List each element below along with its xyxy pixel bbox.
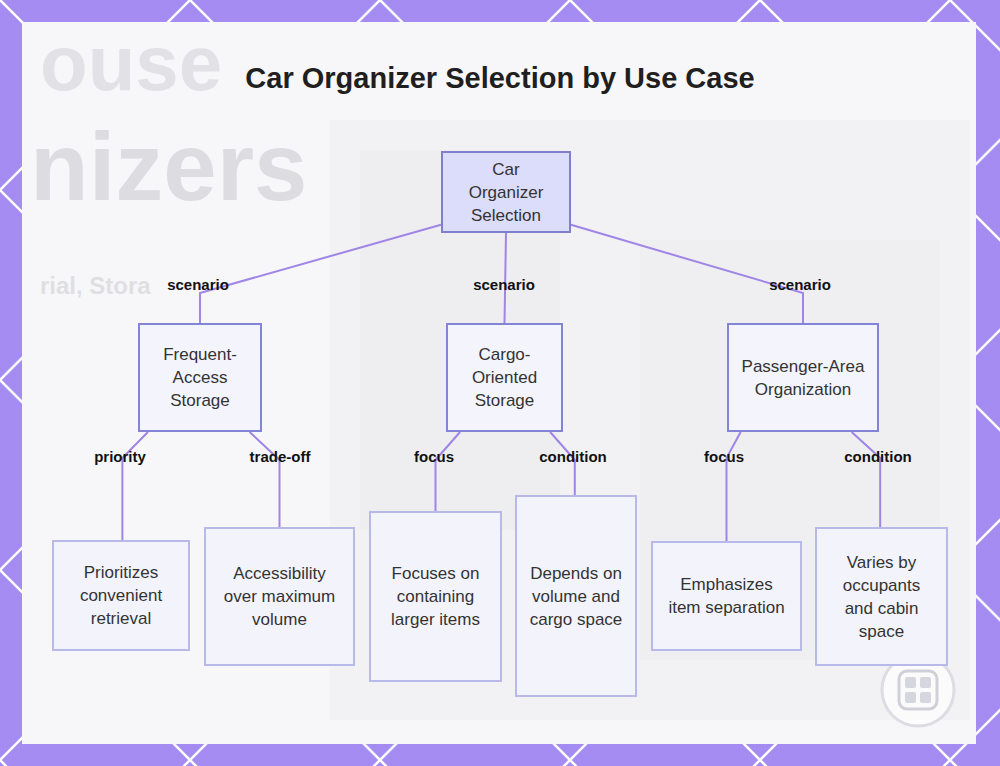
scenario-box: Frequent-Access Storage	[138, 323, 262, 432]
watermark-text: rial, Stora	[40, 272, 151, 300]
node-text: Passenger-Area Organization	[739, 355, 867, 401]
connector-line	[250, 432, 280, 527]
node-text: Car Organizer Selection	[453, 158, 559, 227]
detail-box: Emphasizes item separation	[651, 541, 802, 651]
node-text: Accessibility over maximum volume	[216, 562, 343, 631]
edge-label: scenario	[767, 276, 833, 293]
connector-line	[436, 432, 461, 511]
detail-box: Prioritizes convenient retrieval	[52, 540, 190, 651]
edge-label: condition	[537, 448, 609, 465]
watermark-text: nizers	[30, 112, 307, 222]
root-box: Car Organizer Selection	[441, 151, 571, 233]
edge-label: condition	[842, 448, 914, 465]
detail-box: Focuses on containing larger items	[369, 511, 502, 682]
edge-label: scenario	[165, 276, 231, 293]
diagram-title: Car Organizer Selection by Use Case	[0, 62, 1000, 95]
scenario-box: Passenger-Area Organization	[727, 323, 879, 432]
detail-box: Accessibility over maximum volume	[204, 527, 355, 666]
node-text: Prioritizes convenient retrieval	[64, 561, 178, 630]
watermark-text: ouse	[40, 18, 222, 109]
edge-label: trade-off	[248, 448, 313, 465]
connector-line	[852, 432, 881, 527]
node-text: Focuses on containing larger items	[381, 562, 490, 631]
scenario-box: Cargo-Oriented Storage	[446, 323, 563, 432]
edge-label: priority	[92, 448, 148, 465]
node-text: Depends on volume and cargo space	[527, 562, 625, 631]
detail-box: Varies by occupants and cabin space	[815, 527, 948, 666]
detail-box: Depends on volume and cargo space	[515, 495, 637, 697]
node-text: Frequent-Access Storage	[150, 343, 250, 412]
connector-line	[200, 225, 441, 323]
connector-line	[571, 225, 803, 323]
edge-label: focus	[412, 448, 456, 465]
node-text: Emphasizes item separation	[663, 573, 790, 619]
edge-label: focus	[702, 448, 746, 465]
node-text: Cargo-Oriented Storage	[458, 343, 551, 412]
node-text: Varies by occupants and cabin space	[827, 551, 936, 643]
edge-label: scenario	[471, 276, 537, 293]
